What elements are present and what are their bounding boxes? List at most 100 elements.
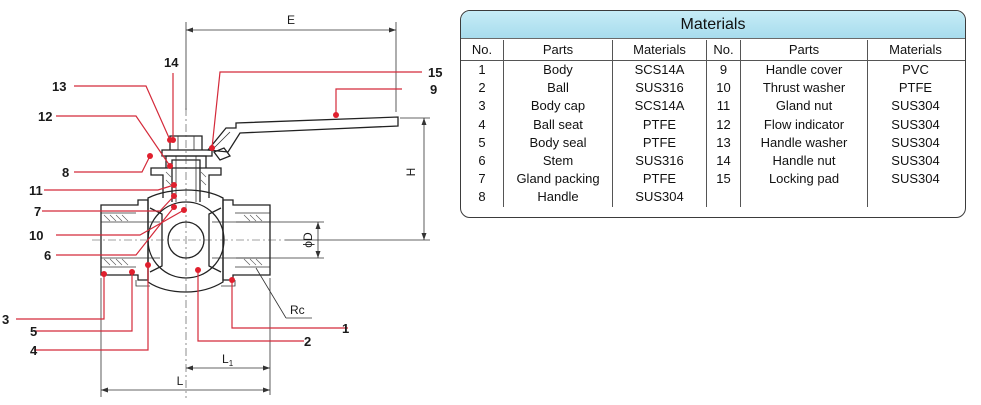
materials-table: Materials No. Parts Materials No. Parts … [460,10,966,218]
cell-material: PVC [867,61,963,80]
cell-part: Body seal [503,133,612,152]
cell-material: PTFE [612,133,706,152]
cell-part: Flow indicator [740,115,867,134]
cell-part: Gland packing [503,170,612,189]
cell-no: 8 [478,189,486,205]
cell-material: SUS316 [612,79,706,98]
dim-l-label: L [177,374,184,388]
cell-material: SUS304 [612,188,706,207]
cell-no: 7 [478,171,486,187]
cell-no: 12 [706,115,740,134]
callout-12: 12 [38,109,52,124]
header-no: No. [706,40,740,60]
cell-no: 15 [706,170,740,189]
callout-leaders [16,71,422,351]
cell-part: Ball [503,79,612,98]
materials-table-title: Materials [461,11,965,39]
cell-material: SUS304 [867,151,963,171]
header-parts: Parts [740,40,867,60]
dimension-l1: L1 [186,278,271,395]
cell-material: SUS304 [867,170,963,189]
materials-table-grid: No. Parts Materials No. Parts Materials … [461,40,965,207]
cell-part: Handle nut [740,151,867,171]
callout-10: 10 [29,228,43,243]
callout-7: 7 [34,204,41,219]
dim-rc-label: Rc [290,303,305,317]
cell-part: Stem [503,151,612,171]
callout-4: 4 [30,343,38,358]
cell-no: 4 [478,116,486,132]
dim-e-label: E [287,13,295,27]
cell-part: Body [503,61,612,80]
cell-material [867,188,963,207]
cell-material: PTFE [867,79,963,98]
svg-text:L1: L1 [222,352,234,368]
cell-material: SUS304 [867,115,963,134]
cell-no: 2 [478,80,486,96]
cell-part: Handle [503,188,612,207]
cell-no: 1 [478,62,486,77]
dim-phid-label: ϕD [301,232,315,248]
callout-5: 5 [30,324,37,339]
cell-no: 14 [706,151,740,171]
cell-no [706,188,740,207]
cell-part: Ball seat [503,115,612,134]
dimension-e: E [185,13,397,112]
cell-no: 13 [706,133,740,152]
cell-no: 9 [706,61,740,80]
dimension-rc: Rc [255,267,312,319]
cell-material: PTFE [612,115,706,134]
dimension-phid: ϕD [236,221,324,259]
cell-material: SUS304 [867,97,963,116]
cell-no: 11 [706,97,740,116]
cell-no: 3 [478,98,486,114]
callout-6: 6 [44,248,51,263]
header-parts: Parts [503,40,612,60]
cell-part: Gland nut [740,97,867,116]
callout-15: 15 [428,65,442,80]
materials-table-header: No. Parts Materials No. Parts Materials [461,40,965,61]
cell-part: Handle cover [740,61,867,80]
header-materials: Materials [612,40,706,60]
dim-l1-subscript: 1 [229,359,234,368]
cell-no: 10 [706,79,740,98]
callout-14: 14 [164,55,179,70]
cell-part [740,188,867,207]
handle [206,116,399,161]
callout-13: 13 [52,79,66,94]
callout-11: 11 [29,183,43,198]
callout-9: 9 [430,82,437,97]
cell-no: 5 [478,134,486,150]
callout-8: 8 [62,165,69,180]
callout-2: 2 [304,334,311,349]
cell-material: SUS304 [867,133,963,152]
dimension-l: L [100,278,270,397]
callout-3: 3 [2,312,9,327]
cell-part: Body cap [503,97,612,116]
callout-numbers: 1 2 3 4 5 6 7 8 9 10 11 12 13 14 15 [2,55,442,358]
callout-1: 1 [342,321,349,336]
cell-material: SCS14A [612,61,706,80]
cell-material: PTFE [612,170,706,189]
cell-part: Locking pad [740,170,867,189]
cell-part: Handle washer [740,133,867,152]
cell-material: SUS316 [612,151,706,171]
header-materials: Materials [867,40,963,60]
header-no: No. [471,42,493,57]
dim-h-label: H [404,168,418,177]
valve-body [100,189,271,293]
cell-material: SCS14A [612,97,706,116]
cell-part: Thrust washer [740,79,867,98]
cell-no: 6 [478,152,486,168]
dimension-h: H [285,117,430,241]
